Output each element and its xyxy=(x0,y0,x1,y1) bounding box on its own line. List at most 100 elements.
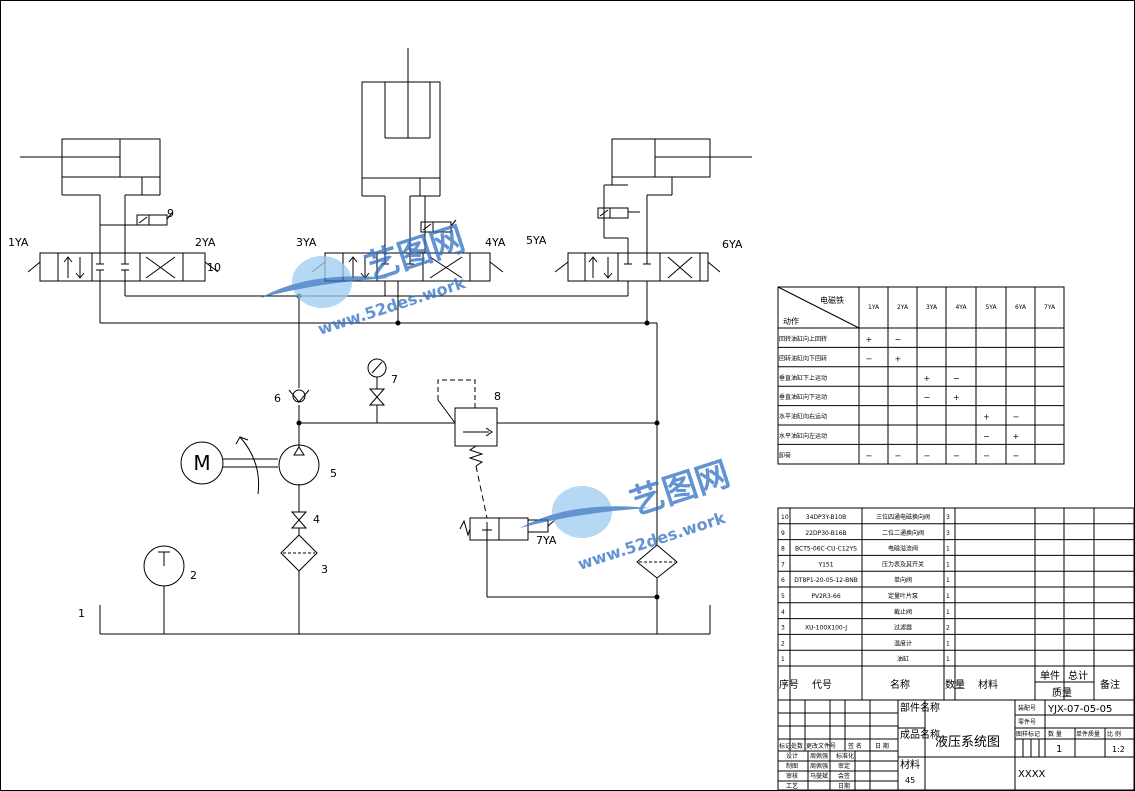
sign-col-sign: 签 名 xyxy=(848,742,862,750)
part-name: 油缸 xyxy=(897,655,909,663)
stop-valve xyxy=(290,511,308,529)
scale-value: 1:2 xyxy=(1112,745,1125,754)
label-5: 5 xyxy=(330,467,337,480)
sign-col-date: 日 期 xyxy=(875,742,889,750)
sign-standard: 标准化 xyxy=(836,752,854,760)
label-1: 1 xyxy=(78,607,85,620)
sign-draw: 制图 xyxy=(786,762,798,770)
action-cell: − xyxy=(895,335,902,344)
action-row-label: 水平油缸向左运动 xyxy=(779,432,827,440)
action-cell: + xyxy=(924,374,931,383)
action-col-header: 7YA xyxy=(1044,304,1056,311)
parts-header-material: 材料 xyxy=(978,678,998,691)
part-code: DT8P1-20-05-12-BNB xyxy=(794,577,858,584)
motor xyxy=(180,436,278,495)
action-cell: + xyxy=(1013,432,1020,441)
sign-col-doc: 更改文件号 xyxy=(806,742,836,750)
label-3: 3 xyxy=(321,563,328,576)
part-code: PV2R3-66 xyxy=(811,593,841,600)
thermometer xyxy=(143,545,185,587)
horizontal-cylinder xyxy=(603,138,752,253)
filter-right xyxy=(636,544,678,579)
parts-header-unit-weight: 单件 xyxy=(1040,670,1060,682)
part-qty: 1 xyxy=(946,609,950,616)
label-10: 10 xyxy=(207,261,221,274)
label-2: 2 xyxy=(190,569,197,582)
part-qty: 1 xyxy=(946,593,950,600)
part-no: 7 xyxy=(781,561,785,568)
action-col-header: 3YA xyxy=(926,304,938,311)
pressure-gauge xyxy=(367,358,387,406)
sign-check: 审核 xyxy=(786,772,798,780)
parts-header-code: 代号 xyxy=(812,679,832,691)
material-label: 材料 xyxy=(900,758,920,771)
two-way-valve-center xyxy=(420,219,457,233)
part-no: 4 xyxy=(781,609,785,616)
part-qty: 1 xyxy=(946,577,950,584)
parts-header-name: 名称 xyxy=(890,678,910,691)
two-way-valve-right xyxy=(597,207,640,219)
parts-header-remark: 备注 xyxy=(1100,678,1120,691)
part-qty: 3 xyxy=(946,514,950,521)
action-row-label: 水平油缸向右运动 xyxy=(779,413,827,421)
sign-col-mark: 标记 xyxy=(779,742,791,750)
filter-left xyxy=(280,534,318,572)
action-row-label: 回转油缸向上回转 xyxy=(779,335,827,343)
pump xyxy=(278,444,320,486)
directional-valve-left xyxy=(27,252,219,282)
parts-header-no: 序号 xyxy=(779,678,799,691)
action-cell: − xyxy=(983,432,990,441)
action-col-header: 1YA xyxy=(868,304,880,311)
part-name: 温度计 xyxy=(894,639,912,647)
action-cell: − xyxy=(983,451,990,460)
label-3ya: 3YA xyxy=(296,236,317,249)
part-code: 34DP3Y-B10B xyxy=(806,514,846,521)
action-row-label: 回转油缸向下回转 xyxy=(779,354,827,362)
part-no: 3 xyxy=(781,625,785,632)
part-name: 电磁溢流阀 xyxy=(888,545,918,553)
part-no: 8 xyxy=(781,546,785,553)
parts-header-qty: 数量 xyxy=(945,678,965,691)
part-name: 单向阀 xyxy=(894,576,912,584)
part-no-label: 零件号 xyxy=(1018,718,1036,726)
label-5ya: 5YA xyxy=(526,234,547,247)
action-row-label: 卸荷 xyxy=(779,451,791,459)
scale-label: 比 例 xyxy=(1107,730,1121,738)
part-name: 三位四通电磁换向阀 xyxy=(876,513,930,521)
action-cell: − xyxy=(866,354,873,363)
part-no: 6 xyxy=(781,577,785,584)
action-header-top: 电磁铁 xyxy=(820,295,844,305)
part-code: 22DP30-B16B xyxy=(805,530,846,537)
part-qty: 3 xyxy=(946,530,950,537)
part-name-label: 部件名称 xyxy=(900,701,940,714)
title-block: 部件名称 成品名称 材料 45 液压系统图 装配号 YJX-07-05-05 零… xyxy=(777,699,1135,791)
qty-label: 数 量 xyxy=(1048,730,1062,738)
action-cell: − xyxy=(953,451,960,460)
relief-valve xyxy=(437,379,498,519)
sign-design: 设计 xyxy=(786,752,798,760)
rotary-cylinder xyxy=(20,138,161,253)
label-4ya: 4YA xyxy=(485,236,506,249)
label-9: 9 xyxy=(167,207,174,220)
part-no: 9 xyxy=(781,530,785,537)
sign-process: 工艺 xyxy=(786,782,798,790)
action-cell: − xyxy=(924,393,931,402)
action-cell: + xyxy=(866,335,873,344)
label-2ya: 2YA xyxy=(195,236,216,249)
label-6ya: 6YA xyxy=(722,238,743,251)
sign-check-name: 马燮斌 xyxy=(810,772,828,780)
label-7ya: 7YA xyxy=(536,534,557,547)
sign-date: 日期 xyxy=(838,782,850,790)
label-6: 6 xyxy=(274,392,281,405)
part-name: 定量叶片泵 xyxy=(888,592,918,600)
action-cell: − xyxy=(924,451,931,460)
company-name: XXXX xyxy=(1018,769,1046,780)
action-cell: + xyxy=(953,393,960,402)
sign-approve: 审定 xyxy=(838,762,850,770)
part-qty: 2 xyxy=(946,625,950,632)
action-cell: − xyxy=(866,451,873,460)
vertical-cylinder xyxy=(361,48,441,253)
